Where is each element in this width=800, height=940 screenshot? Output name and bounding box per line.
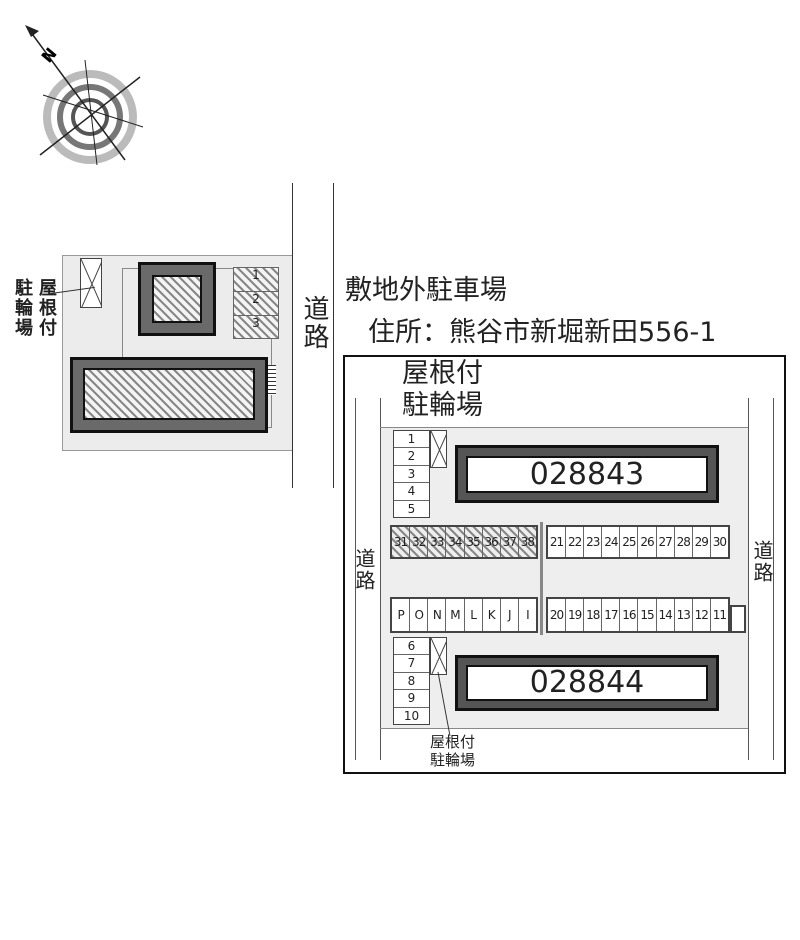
bike-space: 8 xyxy=(394,673,429,691)
parking-space: 28 xyxy=(675,527,693,557)
parking-space: 16 xyxy=(620,599,639,631)
parking-space: 34 xyxy=(446,527,465,557)
bike-space: 3 xyxy=(394,466,429,484)
bike-rack-icon xyxy=(430,430,447,468)
parking-space: 18 xyxy=(584,599,603,631)
building-small xyxy=(138,262,216,336)
road-label: 道路 xyxy=(299,295,329,351)
parking-space: 29 xyxy=(693,527,711,557)
stairs xyxy=(268,365,276,395)
compass-icon: N xyxy=(25,25,144,165)
offsite-parking-map xyxy=(343,355,786,774)
road-label-left: 道路 xyxy=(352,548,376,592)
parking-space: L xyxy=(465,599,483,631)
divider xyxy=(540,522,543,635)
parking-space: 3 xyxy=(234,316,278,338)
parking-space: 27 xyxy=(657,527,675,557)
parking-space: 1 xyxy=(234,268,278,292)
bike-top-label-1: 屋根付 xyxy=(402,358,483,389)
parking-space: 36 xyxy=(483,527,501,557)
parking-space: N xyxy=(428,599,447,631)
parking-space: 31 xyxy=(392,527,411,557)
bike-bottom-label-1: 屋根付 xyxy=(430,733,476,751)
parking-space: 2 xyxy=(234,292,278,316)
bike-top-label-2: 駐輪場 xyxy=(402,390,483,421)
north-label: N xyxy=(38,44,61,66)
utility-box xyxy=(730,605,746,633)
bike-space: 2 xyxy=(394,448,429,466)
parking-space: K xyxy=(483,599,501,631)
parking-space: 14 xyxy=(657,599,675,631)
bike-space: 4 xyxy=(394,483,429,501)
parking-space: 12 xyxy=(693,599,711,631)
road-label-right: 道路 xyxy=(750,540,774,584)
parking-space: 21 xyxy=(548,527,567,557)
parking-space: P xyxy=(392,599,411,631)
offsite-address: 住所：熊谷市新堀新田556-1 xyxy=(368,317,717,348)
parking-space: 38 xyxy=(520,535,535,549)
bike-space: 7 xyxy=(394,655,429,673)
road-edge xyxy=(333,183,334,488)
parking-space: I xyxy=(526,608,530,622)
parking-space: J xyxy=(501,599,519,631)
parking-space: 15 xyxy=(638,599,657,631)
parking-space: 22 xyxy=(566,527,585,557)
leader-line xyxy=(437,671,451,737)
parking-space: 33 xyxy=(428,527,447,557)
building-028844: 028844 xyxy=(455,655,719,711)
parking-space: 32 xyxy=(410,527,429,557)
offsite-title: 敷地外駐車場 xyxy=(345,275,507,306)
parking-space: 24 xyxy=(602,527,621,557)
bike-rack-icon xyxy=(80,258,102,308)
parking-space: 25 xyxy=(620,527,639,557)
bike-space: 9 xyxy=(394,690,429,708)
parking-space: 35 xyxy=(465,527,483,557)
parking-space: 20 xyxy=(548,599,567,631)
parking-space: 30 xyxy=(712,535,727,549)
bike-space: 10 xyxy=(403,708,420,723)
bike-space: 1 xyxy=(394,431,429,449)
bike-space: 6 xyxy=(394,638,429,656)
building-large xyxy=(70,357,268,433)
road-edge xyxy=(292,183,293,488)
parking-space: 13 xyxy=(675,599,693,631)
bike-bottom-label-2: 駐輪場 xyxy=(430,751,476,769)
bike-label-2: 屋根付 xyxy=(36,278,57,338)
parking-space: 19 xyxy=(566,599,585,631)
bike-label-1: 駐輪場 xyxy=(12,278,33,338)
parking-space: O xyxy=(410,599,429,631)
building-028843: 028843 xyxy=(455,445,719,503)
bike-space: 5 xyxy=(407,501,416,516)
parking-space: 17 xyxy=(602,599,621,631)
parking-space: 37 xyxy=(501,527,519,557)
parking-space: 26 xyxy=(638,527,657,557)
parking-space: 23 xyxy=(584,527,603,557)
parking-space: M xyxy=(446,599,465,631)
parking-space: 11 xyxy=(712,608,727,622)
parking-left: 1 2 3 xyxy=(233,267,279,339)
